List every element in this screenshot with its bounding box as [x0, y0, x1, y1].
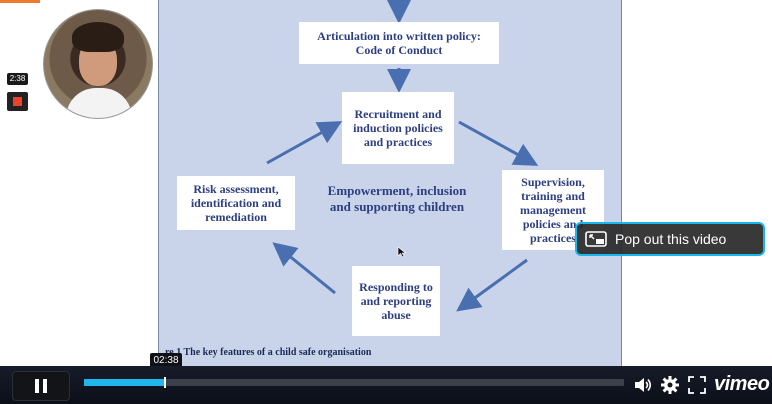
- popout-tooltip[interactable]: Pop out this video: [575, 222, 765, 256]
- stop-icon: [13, 97, 22, 106]
- center-label: Empowerment, inclusion and supporting ch…: [327, 183, 467, 214]
- vimeo-logo[interactable]: vimeo: [714, 373, 770, 395]
- progress-bar[interactable]: [84, 377, 624, 388]
- mini-timestamp: 2:38: [7, 73, 28, 85]
- progress-fill: [84, 379, 165, 386]
- popout-label: Pop out this video: [615, 231, 727, 247]
- presenter-video: [43, 9, 153, 119]
- slide: Articulation into written policy: Code o…: [158, 0, 622, 370]
- slide-caption: re 1 The key features of a child safe or…: [165, 347, 372, 358]
- box-recruitment: Recruitment and induction policies and p…: [342, 92, 454, 164]
- time-tooltip: 02:38: [150, 353, 182, 368]
- stop-button[interactable]: [7, 92, 28, 111]
- pause-button[interactable]: [12, 371, 70, 401]
- volume-icon[interactable]: [633, 375, 653, 395]
- box-risk-assessment: Risk assessment, identification and reme…: [177, 176, 295, 230]
- box-responding: Responding to and reporting abuse: [352, 266, 440, 336]
- control-bar: vimeo: [0, 366, 772, 404]
- popout-icon: [585, 231, 607, 247]
- diagram-arrows: [266, 0, 539, 312]
- fullscreen-icon[interactable]: [687, 375, 707, 395]
- box-code-of-conduct: Articulation into written policy: Code o…: [299, 22, 499, 64]
- gear-icon[interactable]: [660, 375, 680, 395]
- top-accent-bar: [0, 0, 40, 3]
- cursor-icon: [397, 246, 407, 258]
- pause-icon: [35, 379, 39, 393]
- progress-handle[interactable]: [164, 377, 166, 388]
